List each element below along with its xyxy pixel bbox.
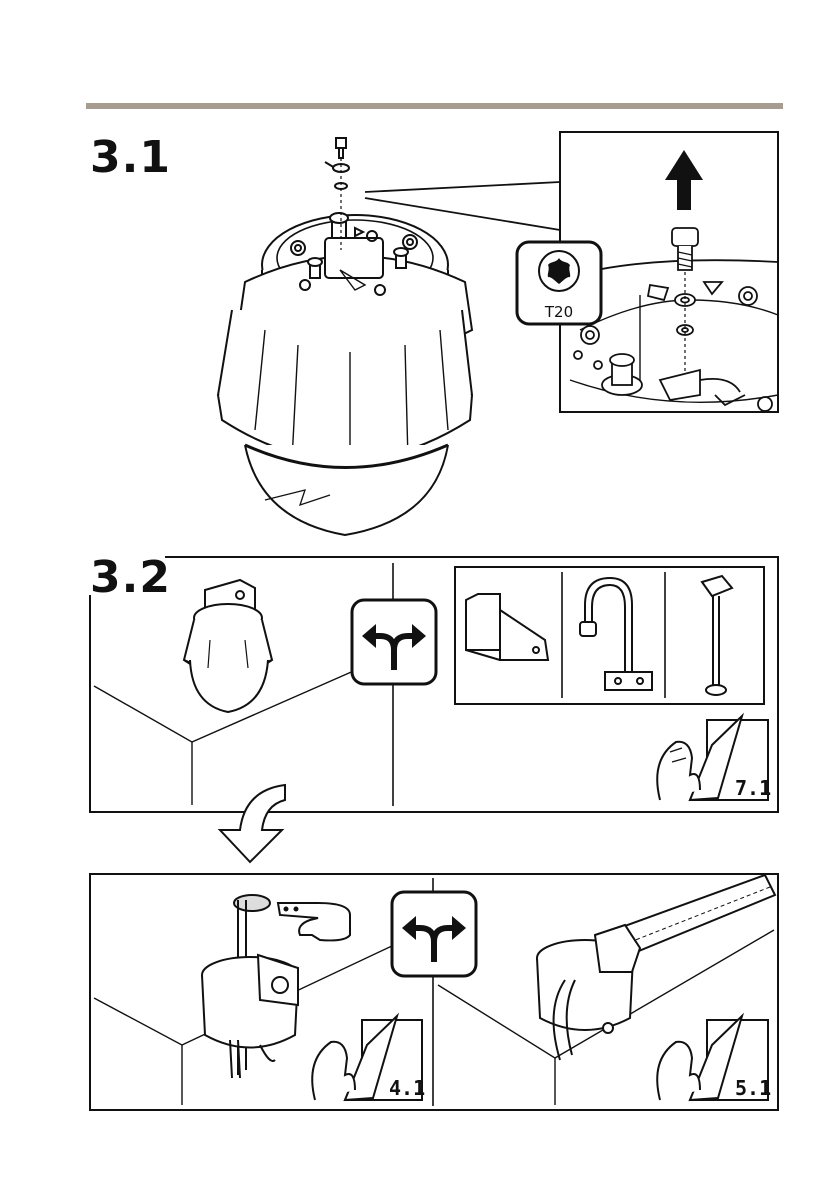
fork-arrows-icon bbox=[352, 600, 436, 684]
ref-label-7-1: 7.1 bbox=[735, 776, 771, 800]
camera-dome-illustration bbox=[218, 138, 472, 535]
tool-label: T20 bbox=[544, 303, 573, 321]
ref-label-4-1: 4.1 bbox=[389, 1076, 425, 1100]
ref-label-5-1: 5.1 bbox=[735, 1076, 771, 1100]
ceiling-mount-housing bbox=[202, 895, 298, 1078]
curved-down-arrow-icon bbox=[220, 785, 285, 862]
hand-pointing-icon bbox=[278, 903, 350, 940]
fork-arrows-icon-2 bbox=[392, 892, 476, 976]
camera-wall-illustration bbox=[184, 580, 272, 712]
